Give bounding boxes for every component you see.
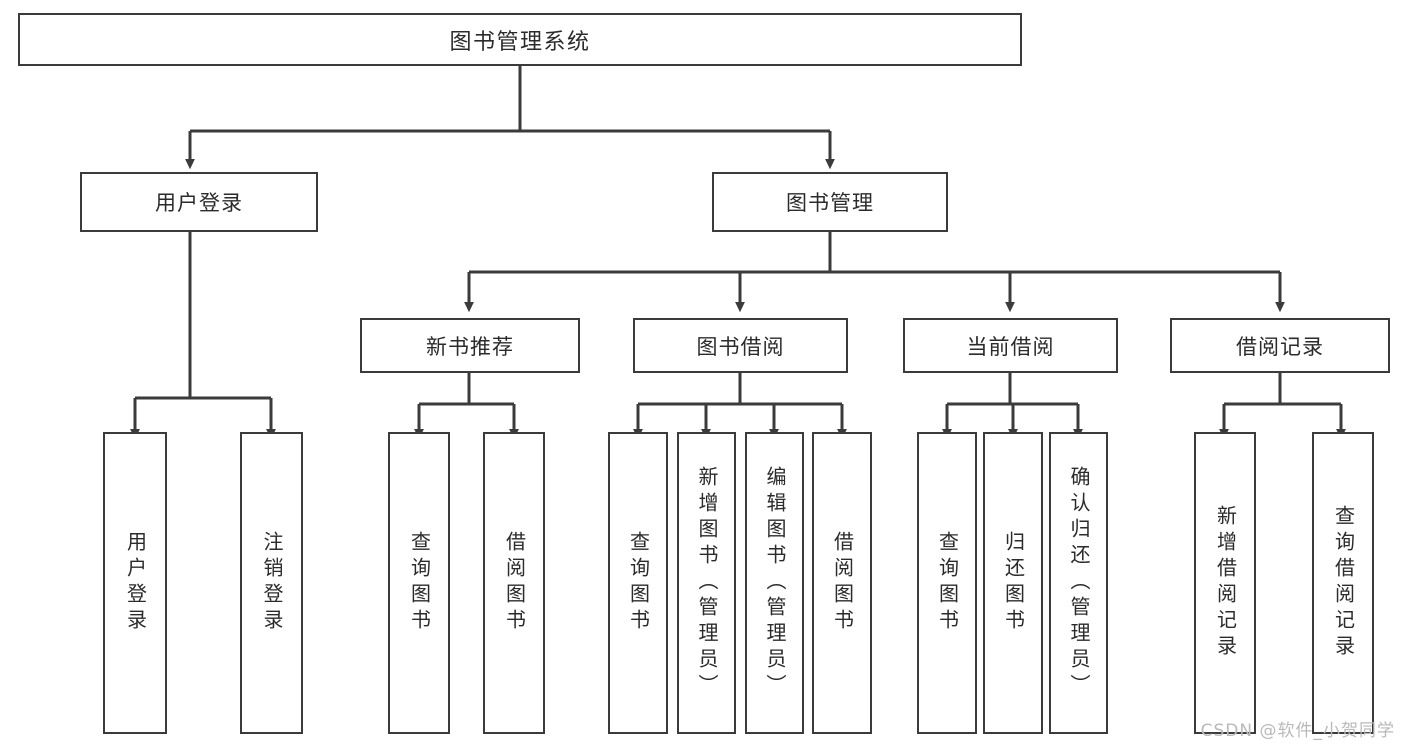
leaf-query-book-1-label: 查询图书 [407,531,432,635]
leaf-query-book-2-label: 查询图书 [626,531,651,635]
leaf-borrow-book-2[interactable]: 借阅图书 [812,432,872,734]
node-user-login-label: 用户登录 [155,191,243,215]
leaf-query-book-3[interactable]: 查询图书 [917,432,977,734]
node-current-borrow[interactable]: 当前借阅 [903,318,1118,373]
watermark-text: CSDN @软件_小贺同学 [1200,721,1395,741]
leaf-logout-login-label: 注销登录 [260,531,284,635]
leaf-user-login-label: 用户登录 [123,531,148,635]
leaf-query-book-2[interactable]: 查询图书 [608,432,668,734]
node-current-borrow-label: 当前借阅 [966,334,1055,359]
leaf-add-book[interactable]: 新增图书（管理员） [677,432,736,734]
leaf-add-record[interactable]: 新增借阅记录 [1194,432,1256,734]
node-user-login[interactable]: 用户登录 [80,172,318,232]
node-new-book-recommend-label: 新书推荐 [426,334,514,359]
leaf-edit-book[interactable]: 编辑图书（管理员） [745,432,804,734]
node-borrow-record-label: 借阅记录 [1236,334,1324,359]
leaf-add-book-label: 新增图书（管理员） [695,466,719,700]
node-book-borrow[interactable]: 图书借阅 [633,318,848,373]
leaf-borrow-book-2-label: 借阅图书 [830,531,855,635]
node-book-manage-label: 图书管理 [786,191,874,215]
node-book-borrow-label: 图书借阅 [696,334,785,359]
leaf-query-book-1[interactable]: 查询图书 [388,432,450,734]
leaf-query-record-label: 查询借阅记录 [1331,505,1356,661]
leaf-return-book-label: 归还图书 [1001,531,1026,635]
leaf-edit-book-label: 编辑图书（管理员） [763,466,787,700]
node-root-label: 图书管理系统 [449,29,591,55]
leaf-query-book-3-label: 查询图书 [935,531,960,635]
node-borrow-record[interactable]: 借阅记录 [1170,318,1390,373]
leaf-logout-login[interactable]: 注销登录 [240,432,303,734]
leaf-confirm-return-label: 确认归还（管理员） [1067,466,1091,700]
leaf-borrow-book-1[interactable]: 借阅图书 [483,432,545,734]
leaf-query-record[interactable]: 查询借阅记录 [1312,432,1374,734]
leaf-return-book[interactable]: 归还图书 [983,432,1043,734]
node-root-title[interactable]: 图书管理系统 [18,13,1022,66]
leaf-borrow-book-1-label: 借阅图书 [502,531,527,635]
leaf-add-record-label: 新增借阅记录 [1213,505,1238,661]
leaf-confirm-return[interactable]: 确认归还（管理员） [1049,432,1108,734]
node-new-book-recommend[interactable]: 新书推荐 [360,318,580,373]
node-book-manage[interactable]: 图书管理 [712,172,948,232]
leaf-user-login[interactable]: 用户登录 [103,432,167,734]
